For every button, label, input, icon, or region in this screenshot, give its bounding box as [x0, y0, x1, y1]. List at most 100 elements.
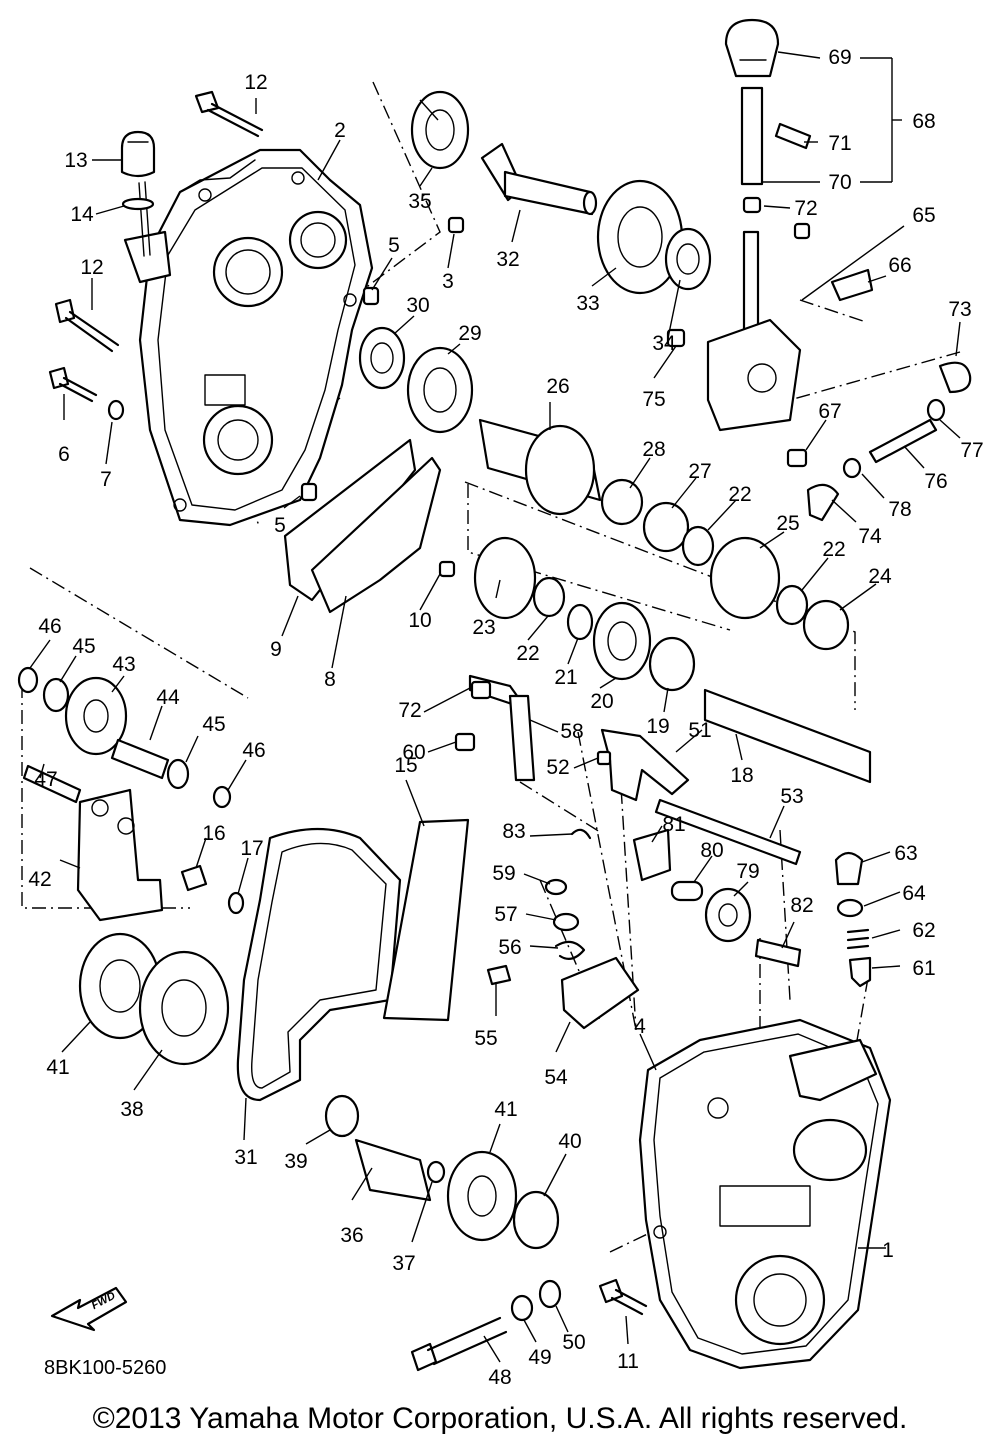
neutral-switch-parts — [834, 851, 872, 988]
label-68: 68 — [912, 110, 935, 133]
lower-bolts — [410, 1278, 648, 1372]
label-62: 62 — [912, 919, 935, 942]
label-17: 17 — [240, 837, 263, 860]
label-38: 38 — [120, 1098, 143, 1121]
label-56: 56 — [498, 936, 521, 959]
label-73: 73 — [948, 298, 971, 321]
label-81: 81 — [662, 813, 685, 836]
label-49: 49 — [528, 1346, 551, 1369]
label-36: 36 — [340, 1224, 363, 1247]
label-70: 70 — [828, 171, 851, 194]
label-50: 50 — [562, 1331, 585, 1354]
label-22a: 22 — [516, 642, 539, 665]
label-19: 19 — [646, 715, 669, 738]
label-46a: 46 — [38, 615, 61, 638]
label-57: 57 — [494, 903, 517, 926]
oil-filler-cap — [120, 130, 156, 211]
label-7: 7 — [100, 468, 112, 491]
label-59: 59 — [492, 862, 515, 885]
label-5a: 5 — [388, 234, 400, 257]
label-74: 74 — [858, 525, 882, 548]
label-32: 32 — [496, 248, 519, 271]
label-8: 8 — [324, 668, 336, 691]
gaskets — [283, 438, 442, 614]
label-82: 82 — [790, 894, 813, 917]
label-46b: 46 — [242, 739, 265, 762]
label-83: 83 — [502, 820, 525, 843]
label-52: 52 — [546, 756, 569, 779]
drive-chain — [236, 818, 470, 1102]
label-33: 33 — [576, 292, 599, 315]
label-55: 55 — [474, 1027, 497, 1050]
label-14: 14 — [70, 203, 94, 226]
label-67: 67 — [818, 400, 841, 423]
label-44: 44 — [156, 686, 180, 709]
label-39: 39 — [284, 1150, 307, 1173]
label-60: 60 — [402, 741, 425, 764]
label-64: 64 — [902, 882, 926, 905]
label-12b: 12 — [80, 256, 103, 279]
label-63: 63 — [894, 842, 917, 865]
label-77: 77 — [960, 439, 983, 462]
primary-shaft — [480, 142, 712, 295]
lower-left-bearing-sprocket — [78, 932, 230, 1066]
label-71: 71 — [828, 132, 851, 155]
label-47: 47 — [34, 768, 57, 791]
lower-center-shaft-parts — [324, 1094, 560, 1250]
label-12a: 12 — [244, 71, 267, 94]
label-76: 76 — [924, 470, 947, 493]
label-31: 31 — [234, 1146, 257, 1169]
label-22b: 22 — [728, 483, 751, 506]
shift-fork — [596, 728, 802, 866]
label-45b: 45 — [202, 713, 225, 736]
segment-group — [486, 878, 640, 1030]
label-25: 25 — [776, 512, 799, 535]
pin-10 — [438, 560, 456, 578]
label-30: 30 — [406, 294, 429, 317]
label-26: 26 — [546, 375, 569, 398]
part-number-labels: 1 2 3 4 5 5 6 7 8 9 10 11 12 12 13 14 15… — [28, 46, 983, 1389]
label-4: 4 — [634, 1015, 646, 1038]
label-24: 24 — [868, 565, 892, 588]
label-58: 58 — [560, 720, 583, 743]
diagram-code: 8BK100-5260 — [44, 1357, 166, 1379]
label-41a: 41 — [46, 1056, 69, 1079]
label-37: 37 — [392, 1252, 415, 1275]
label-40: 40 — [558, 1130, 581, 1153]
label-78: 78 — [888, 498, 911, 521]
label-29: 29 — [458, 322, 481, 345]
label-51: 51 — [688, 719, 711, 742]
fwd-arrow-icon: FWD — [50, 1286, 128, 1332]
label-15: 15 — [394, 754, 417, 777]
label-13: 13 — [64, 149, 87, 172]
label-80: 80 — [700, 839, 723, 862]
label-11: 11 — [617, 1350, 639, 1373]
label-1: 1 — [882, 1239, 894, 1262]
label-5b: 5 — [274, 514, 286, 537]
label-75: 75 — [642, 388, 665, 411]
bearings-upper — [358, 90, 474, 434]
label-27: 27 — [688, 460, 711, 483]
label-65: 65 — [912, 204, 935, 227]
label-48: 48 — [488, 1366, 511, 1389]
shift-lever-assembly — [706, 18, 812, 432]
label-22c: 22 — [822, 538, 845, 561]
dowel-pins — [300, 216, 465, 502]
leader-lines — [29, 51, 961, 1363]
label-35: 35 — [408, 190, 431, 213]
label-53: 53 — [780, 785, 803, 808]
label-2: 2 — [334, 119, 346, 142]
label-6: 6 — [58, 443, 70, 466]
copyright-notice: ©2013 Yamaha Motor Corporation, U.S.A. A… — [92, 1402, 908, 1435]
label-3: 3 — [442, 270, 454, 293]
bolts-left — [48, 90, 264, 421]
secondary-shaft-group — [473, 418, 872, 784]
label-16: 16 — [202, 822, 225, 845]
chain-tensioner-bracket — [17, 666, 245, 922]
label-34: 34 — [652, 332, 676, 355]
shift-shaft — [454, 674, 536, 782]
label-28: 28 — [642, 438, 665, 461]
label-69: 69 — [828, 46, 851, 69]
label-43: 43 — [112, 653, 135, 676]
